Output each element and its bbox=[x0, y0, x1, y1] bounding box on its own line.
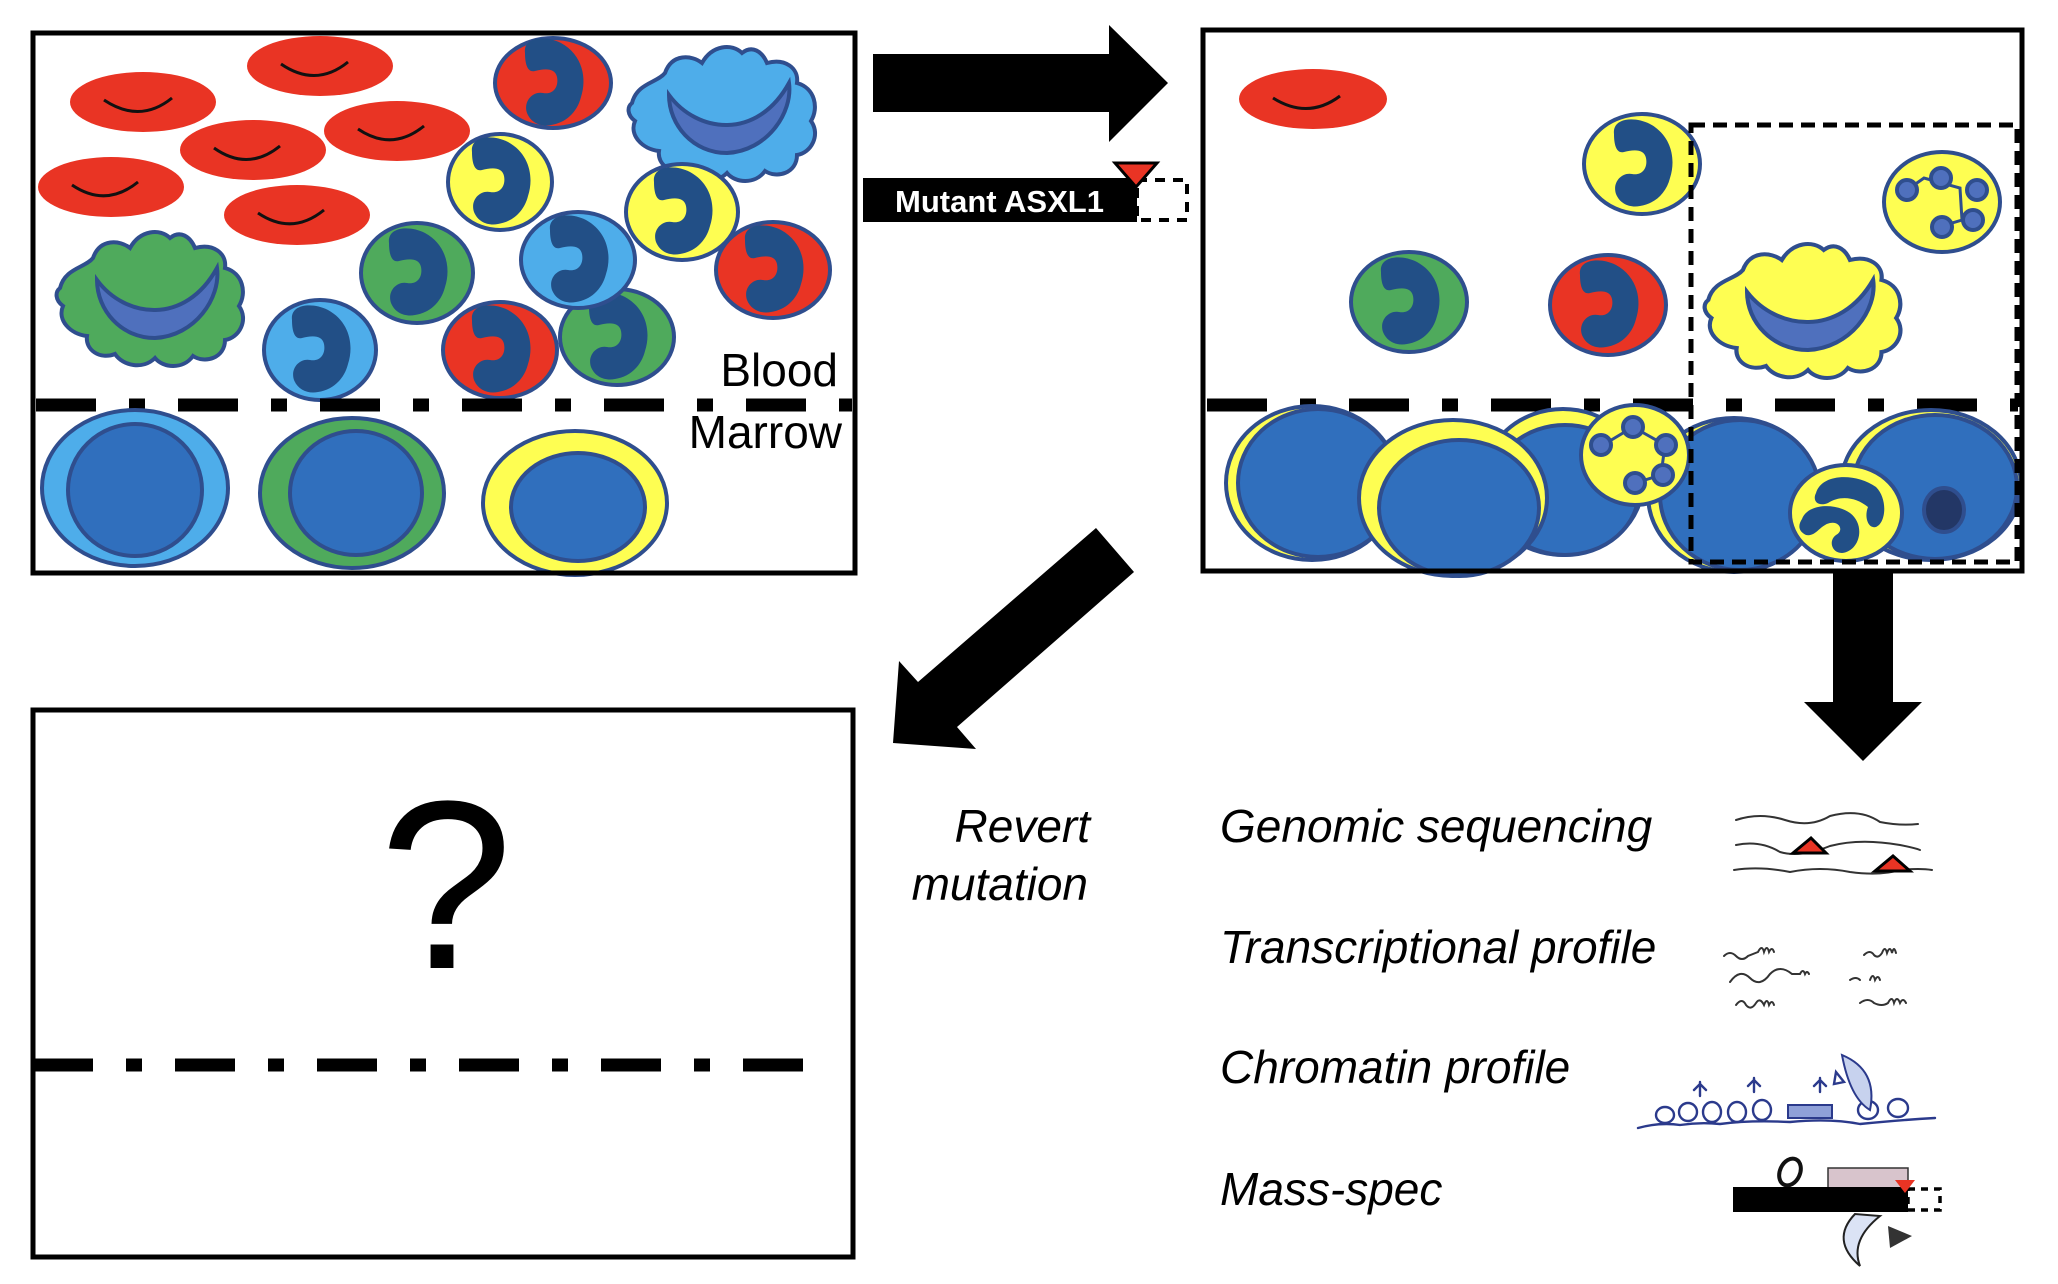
progenitor-yellow bbox=[481, 429, 669, 577]
red-blood-cell bbox=[70, 72, 216, 132]
assay-list: Genomic sequencing Transcriptional profi… bbox=[1220, 800, 1942, 1267]
granulocyte-lightblue bbox=[519, 210, 637, 310]
assay-label: Mass-spec bbox=[1220, 1163, 1442, 1215]
granulocyte-yellow bbox=[1582, 112, 1702, 216]
revert-label-line1: Revert bbox=[955, 800, 1093, 852]
granulocyte-red bbox=[714, 220, 832, 320]
granulocyte-yellow bbox=[624, 162, 740, 262]
marrow-label: Marrow bbox=[689, 406, 843, 458]
granulocyte-green bbox=[359, 221, 475, 325]
assay-item-genomic: Genomic sequencing bbox=[1220, 800, 1933, 875]
assay-item-chromatin: Chromatin profile bbox=[1220, 1041, 1937, 1130]
unknown-outcome-symbol: ? bbox=[379, 751, 512, 1019]
assay-item-mass-spec: Mass-spec bbox=[1220, 1156, 1942, 1267]
red-blood-cell bbox=[180, 120, 326, 180]
red-blood-cell bbox=[324, 101, 470, 161]
mutation-marker-icon bbox=[1111, 161, 1161, 190]
revert-arrow-icon bbox=[893, 528, 1134, 749]
panel-initial: Blood Marrow bbox=[30, 30, 858, 577]
protein-complex-sketch-icon bbox=[1733, 1156, 1942, 1267]
down-arrow-icon bbox=[1804, 572, 1922, 761]
gene-truncated-region bbox=[1135, 178, 1189, 222]
panel-mutant bbox=[1200, 27, 2025, 578]
granulocyte-red bbox=[493, 36, 613, 130]
assay-label: Transcriptional profile bbox=[1220, 921, 1656, 973]
progenitor-lightblue bbox=[40, 408, 230, 568]
mutant-gene-bar bbox=[1733, 1187, 1908, 1212]
progenitor-yellow-expanded bbox=[1357, 418, 1549, 578]
chromatin-sketch-icon bbox=[1636, 1053, 1937, 1130]
granulocyte-red bbox=[1548, 253, 1668, 357]
assay-item-transcriptional: Transcriptional profile bbox=[1220, 921, 1907, 1009]
analysis-selection-box bbox=[1688, 122, 2020, 565]
panel-reverted-frame bbox=[30, 707, 856, 1260]
genome-sketch-icon bbox=[1733, 812, 1933, 875]
transcript-sketch-icon bbox=[1723, 947, 1907, 1009]
right-arrow-icon bbox=[873, 25, 1168, 142]
progenitor-yellow-expanded bbox=[1224, 404, 1400, 562]
mutation-marker-icon bbox=[1895, 1180, 1915, 1193]
panel-reverted: ? bbox=[30, 707, 856, 1260]
assay-label: Chromatin profile bbox=[1220, 1041, 1570, 1093]
red-blood-cell bbox=[247, 36, 393, 96]
mutant-gene-bar bbox=[863, 178, 1137, 222]
granulocyte-lightblue bbox=[262, 298, 378, 402]
myeloblast-beaded-nucleus bbox=[1882, 150, 2002, 254]
mutation-arrow: Mutant ASXL1 bbox=[863, 25, 1189, 222]
red-blood-cell bbox=[224, 185, 370, 245]
revert-label-line2: mutation bbox=[912, 858, 1088, 910]
red-blood-cell bbox=[38, 157, 184, 217]
granulocyte-green bbox=[1349, 250, 1469, 354]
myeloblast-beaded-nucleus bbox=[1579, 403, 1691, 507]
blood-label: Blood bbox=[720, 344, 838, 396]
mutant-asxl1-label: Mutant ASXL1 bbox=[895, 184, 1104, 219]
progenitor-yellow-expanded bbox=[1646, 416, 1822, 574]
progenitor-green bbox=[258, 416, 446, 570]
granulocyte-yellow-immature bbox=[1788, 463, 1904, 563]
granulocyte-red bbox=[441, 300, 559, 400]
assay-label: Genomic sequencing bbox=[1220, 800, 1653, 852]
granulocyte-yellow bbox=[446, 132, 554, 232]
red-blood-cell bbox=[1239, 69, 1387, 129]
